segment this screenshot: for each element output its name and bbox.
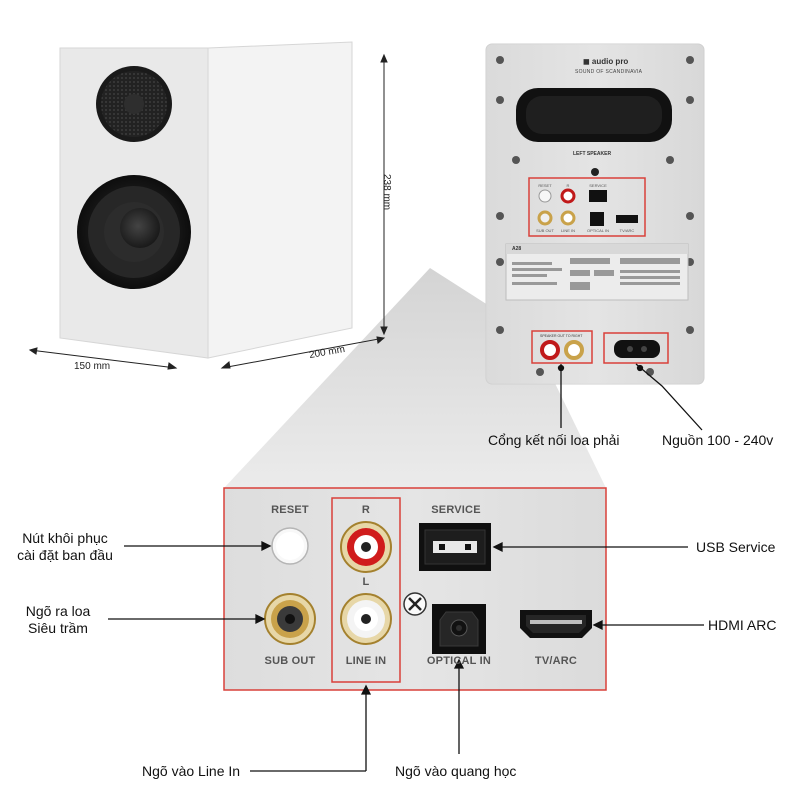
rear-service-label: SERVICE: [589, 183, 607, 188]
panel-sub-out-label: SUB OUT: [264, 655, 316, 667]
speaker-out-label: SPEAKER OUT TO RIGHT: [540, 334, 583, 338]
rear-r-label: R: [566, 183, 570, 188]
callout-right-speaker: Cổng kết nối loa phải: [488, 432, 620, 448]
panel-r-label: R: [361, 504, 371, 516]
zoom-panel: [223, 487, 607, 691]
panel-optical-in-label: OPTICAL IN: [426, 655, 492, 667]
hdmi-port-graphic: [520, 610, 592, 638]
dimension-height: 238 mm: [381, 174, 392, 211]
callout-line-in: Ngõ vào Line In: [142, 763, 241, 779]
brand-name: audio pro: [591, 57, 629, 66]
callout-power: Nguồn 100 - 240v: [662, 432, 774, 448]
leader-lines: [108, 363, 704, 772]
dimension-width: 150 mm: [74, 361, 111, 372]
panel-line-in-label: LINE IN: [345, 655, 387, 667]
dimension-lines: [28, 53, 388, 370]
tweeter: [96, 66, 172, 142]
panel-reset-label: RESET: [271, 504, 309, 516]
screw-graphic: [403, 592, 427, 616]
callout-reset-line-1: Nút khôi phục: [22, 530, 108, 546]
callout-hdmi-arc: HDMI ARC: [708, 617, 777, 633]
rear-tv-arc-label: TV/ARC: [619, 228, 635, 233]
callout-sub-out: Ngõ ra loa Siêu trầm: [10, 603, 106, 637]
line-in-l-jack-graphic: [340, 593, 392, 645]
callout-sub-out-line-2: Siêu trầm: [28, 620, 88, 636]
rear-panel: [485, 43, 705, 385]
panel-tv-arc-label: TV/ARC: [534, 655, 578, 667]
panel-service-label: SERVICE: [431, 504, 481, 516]
callout-optical: Ngõ vào quang học: [395, 763, 517, 779]
model-label: A28: [512, 246, 522, 252]
brand-tagline: SOUND OF SCANDINAVIA: [575, 69, 643, 75]
rear-reset-label: RESET: [538, 183, 552, 188]
line-in-r-jack-graphic: [340, 521, 392, 573]
brand-logo: ◼ audio pro: [583, 57, 628, 66]
rear-sub-out-label: SUB OUT: [536, 228, 554, 233]
line-in-highlight-box: [331, 497, 401, 683]
left-speaker-label: LEFT SPEAKER: [573, 151, 612, 157]
panel-l-label: L: [362, 576, 370, 588]
callout-reset: Nút khôi phục cài đặt ban đầu: [8, 530, 122, 564]
reset-button-graphic: [271, 527, 309, 565]
rear-optical-in-label: OPTICAL IN: [586, 228, 610, 233]
optical-in-port-graphic: [432, 604, 486, 654]
sub-out-jack-graphic: [264, 593, 316, 645]
callout-usb-service: USB Service: [696, 539, 776, 555]
usb-service-port-graphic: [419, 523, 491, 571]
rear-line-in-label: LINE IN: [560, 228, 575, 233]
woofer: [77, 175, 191, 289]
rear-highlight-boxes: [528, 177, 669, 364]
brand-mark-icon: ◼: [583, 57, 590, 66]
callout-sub-out-line-1: Ngõ ra loa: [25, 603, 91, 619]
callout-reset-line-2: cài đặt ban đầu: [17, 547, 113, 563]
